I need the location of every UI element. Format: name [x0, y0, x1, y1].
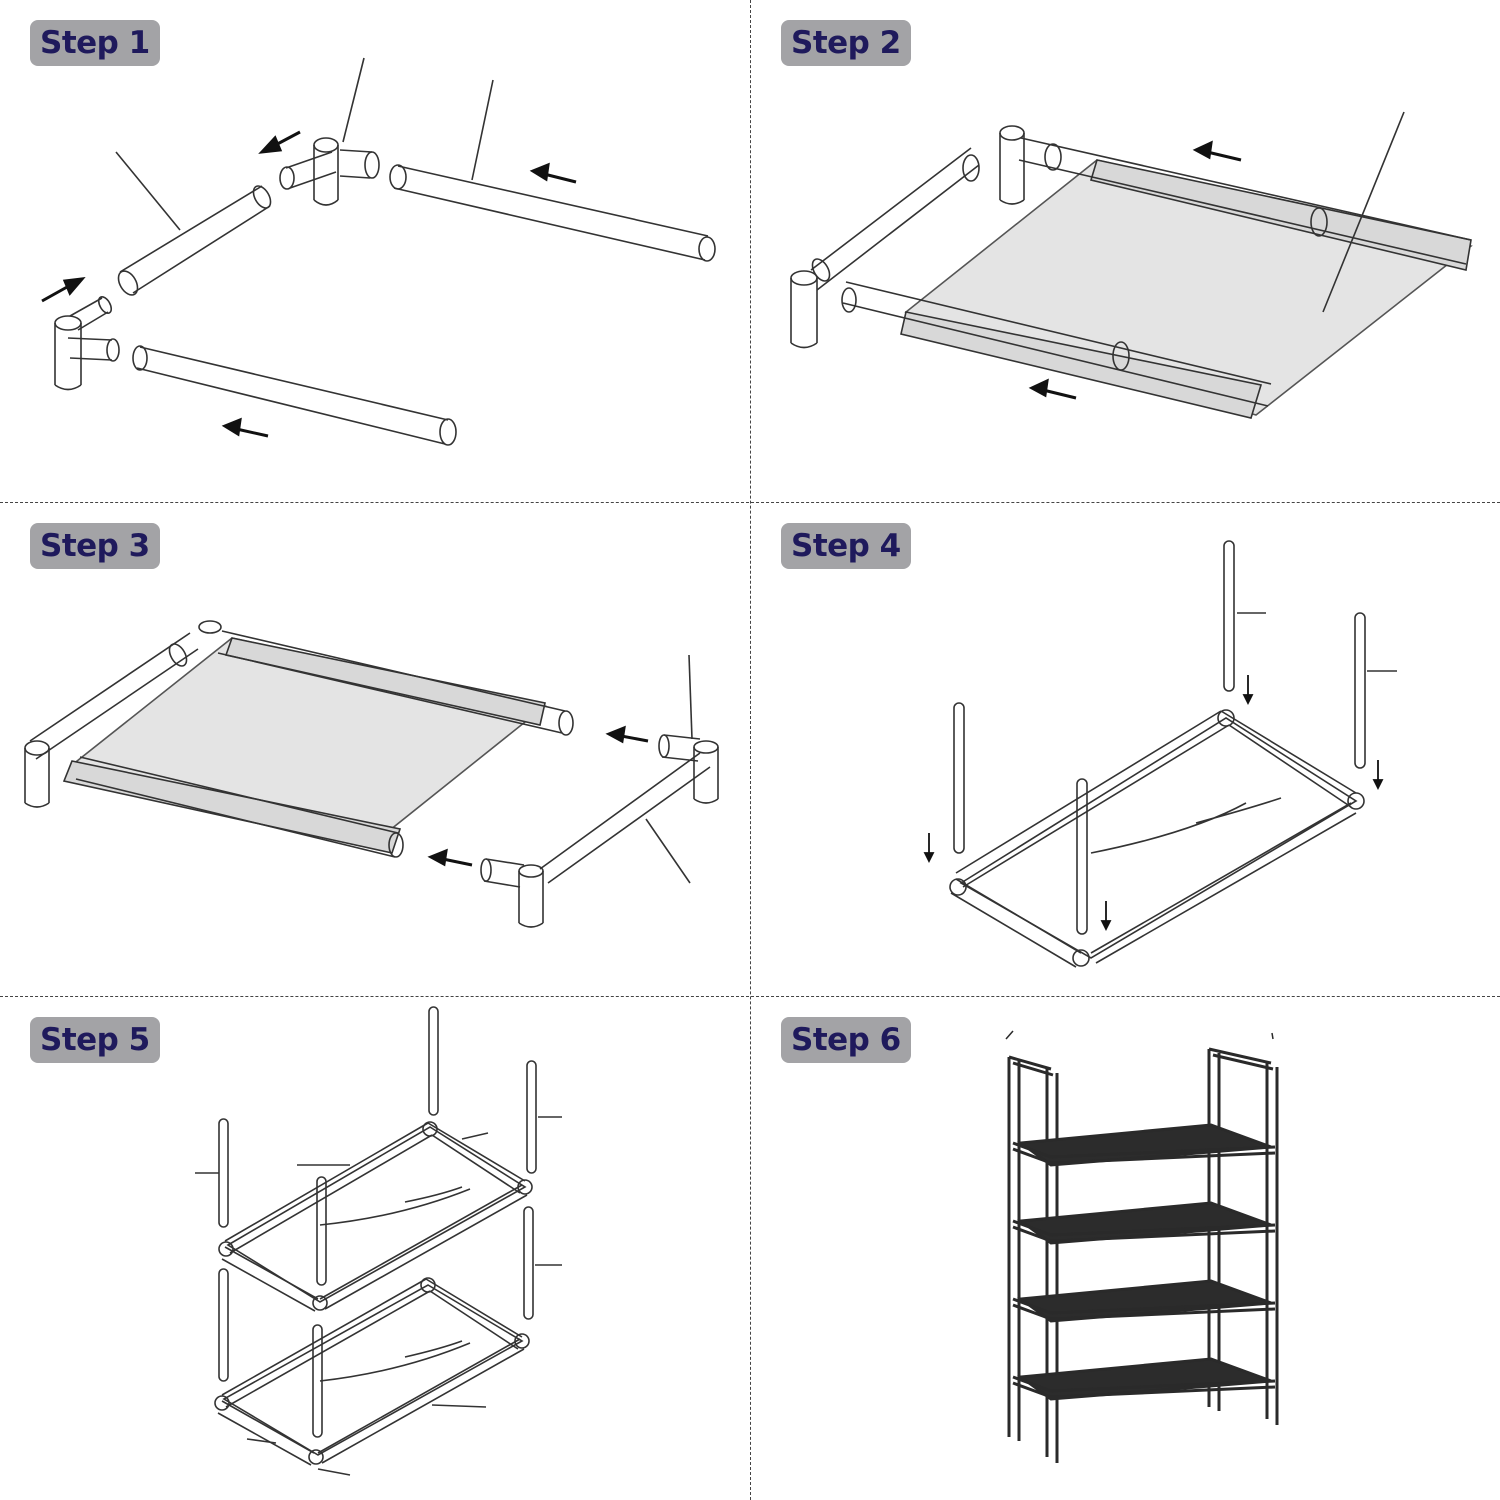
- shelf-tier-3: [1012, 1279, 1276, 1323]
- frame-tubes: [29, 630, 574, 858]
- step-5-badge: Step 5: [30, 1017, 160, 1063]
- tube-top-right: [389, 79, 716, 262]
- lower-shelf: [214, 1277, 530, 1466]
- step-1-panel: Step 1: [0, 0, 750, 502]
- shelf-tier-4: [1012, 1357, 1276, 1401]
- step-6-badge: Step 6: [781, 1017, 911, 1063]
- step-1-badge: Step 1: [30, 20, 160, 66]
- step-5-illustration: [195, 1006, 562, 1476]
- shelf-frame: [949, 709, 1365, 968]
- direction-arrows: [1028, 140, 1242, 400]
- direction-arrows: [41, 130, 577, 438]
- step-2-panel: Step 2: [751, 0, 1500, 502]
- direction-arrows: [923, 675, 1384, 932]
- fabric-panel: [62, 637, 547, 854]
- step-1-illustration: [41, 57, 716, 446]
- connector-upper: [279, 57, 380, 206]
- step-4-badge: Step 4: [781, 523, 911, 569]
- corner-connectors: [790, 125, 1025, 349]
- shelf-tier-1: [1012, 1123, 1276, 1167]
- vertical-posts: [195, 1006, 562, 1476]
- step-3-illustration: [24, 620, 719, 928]
- direction-arrows: [427, 725, 649, 867]
- step-5-panel: Step 5: [0, 997, 750, 1500]
- label-leader-line: [1322, 111, 1405, 313]
- horizontal-divider-bottom: [0, 996, 1500, 997]
- step-4-panel: Step 4: [751, 503, 1500, 996]
- shelf-rack-frame: [1005, 1030, 1279, 1463]
- step-2-badge: Step 2: [781, 20, 911, 66]
- vertical-divider: [750, 0, 751, 1500]
- upper-shelf: [218, 1121, 533, 1312]
- left-connectors: [24, 620, 222, 808]
- step-2-illustration: [790, 111, 1473, 419]
- vertical-posts: [953, 540, 1397, 935]
- step-3-badge: Step 3: [30, 523, 160, 569]
- step-4-illustration: [923, 540, 1397, 968]
- frame-tubes: [810, 137, 1472, 407]
- side-frame-assembly: [480, 654, 719, 928]
- horizontal-divider-top: [0, 502, 1500, 503]
- shelf-tier-2: [1012, 1201, 1276, 1245]
- connector-lower: [54, 296, 120, 391]
- step-6-panel: Step 6: [751, 997, 1500, 1500]
- tube-upper-left: [115, 151, 272, 296]
- step-3-panel: Step 3: [0, 503, 750, 996]
- step-6-illustration: [1005, 1030, 1279, 1463]
- tube-bottom: [132, 345, 457, 446]
